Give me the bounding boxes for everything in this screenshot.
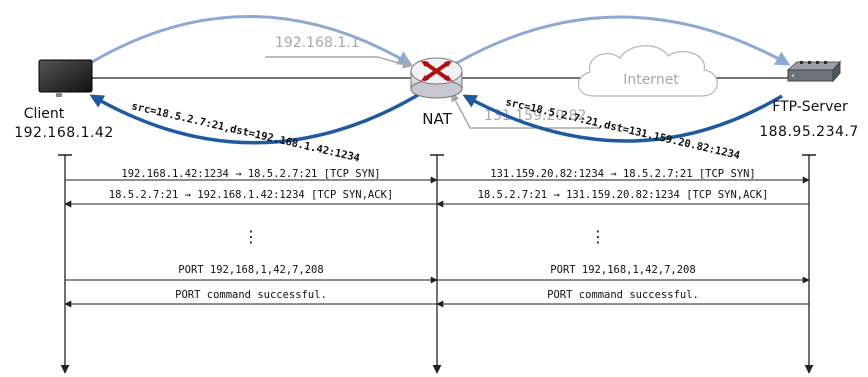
- server-ip: 188.95.234.7: [759, 124, 859, 140]
- server-to-nat-curve: [462, 94, 783, 143]
- left-message-2: 18.5.2.7:21 → 192.168.1.42:1234 [TCP SYN…: [64, 189, 437, 208]
- message-label: 192.168.1.42:1234 → 18.5.2.7:21 [TCP SYN…: [121, 168, 380, 180]
- right-message-2: 18.5.2.7:21 → 131.159.20.82:1234 [TCP SY…: [436, 189, 809, 208]
- message-label: PORT command successful.: [547, 289, 699, 301]
- left-message-4: PORT command successful.: [64, 289, 437, 308]
- external-ip-pointer: [451, 92, 600, 129]
- internal-ip-pointer: [265, 56, 412, 69]
- message-label: PORT command successful.: [175, 289, 327, 301]
- internet-label: Internet: [623, 72, 679, 88]
- right-message-3: PORT 192,168,1,42,7,208: [437, 264, 810, 284]
- message-label: 18.5.2.7:21 → 192.168.1.42:1234 [TCP SYN…: [109, 189, 393, 201]
- left-message-1: 192.168.1.42:1234 → 18.5.2.7:21 [TCP SYN…: [65, 168, 438, 184]
- left-ellipsis: ⋮: [243, 227, 259, 246]
- left-message-3: PORT 192,168,1,42,7,208: [65, 264, 438, 284]
- client-ip: 192.168.1.42: [14, 125, 114, 141]
- nat-to-client-curve: [89, 93, 419, 145]
- client-to-nat-curve: [91, 15, 413, 66]
- nat-to-server-curve: [454, 15, 791, 66]
- right-message-4: PORT command successful.: [436, 289, 809, 308]
- lifelines: [58, 154, 816, 374]
- message-label: PORT 192,168,1,42,7,208: [550, 264, 695, 276]
- internet-cloud: Internet: [577, 45, 718, 97]
- monitor-icon: [38, 59, 93, 97]
- right-message-1: 131.159.20.82:1234 → 18.5.2.7:21 [TCP SY…: [437, 168, 810, 184]
- right-ellipsis: ⋮: [590, 227, 606, 246]
- message-label: PORT 192,168,1,42,7,208: [178, 264, 323, 276]
- client-name: Client: [24, 106, 65, 122]
- message-label: 18.5.2.7:21 → 131.159.20.82:1234 [TCP SY…: [478, 189, 769, 201]
- nat-name: NAT: [422, 110, 452, 128]
- server-name: FTP-Server: [772, 99, 848, 115]
- nat-external-ip: 131.159.20.82: [484, 108, 586, 124]
- router-icon: [410, 57, 463, 99]
- message-label: 131.159.20.82:1234 → 18.5.2.7:21 [TCP SY…: [490, 168, 756, 180]
- nat-internal-ip: 192.168.1.1: [275, 35, 360, 51]
- server-icon: [786, 60, 842, 83]
